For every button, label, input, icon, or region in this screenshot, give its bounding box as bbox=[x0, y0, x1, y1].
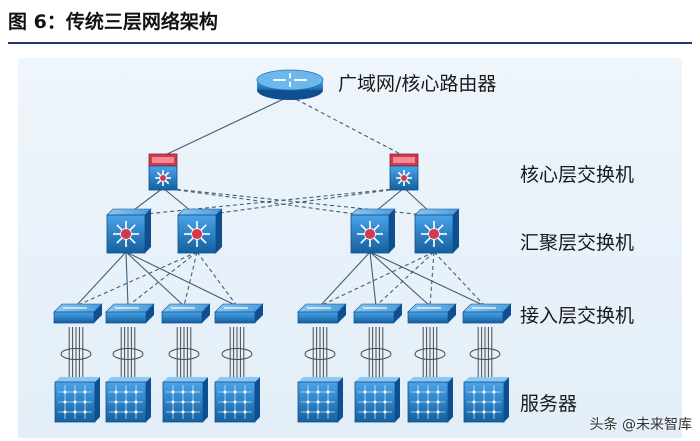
multilayer-switch-icon bbox=[414, 208, 460, 254]
primary-link bbox=[125, 251, 129, 307]
workgroup-switch-icon bbox=[407, 303, 457, 324]
redundant-link bbox=[183, 251, 198, 307]
devices bbox=[53, 69, 512, 423]
primary-link bbox=[369, 251, 431, 307]
multilayer-switch-icon bbox=[177, 208, 223, 254]
redundant-link bbox=[429, 251, 435, 307]
server-icon bbox=[162, 377, 208, 423]
redundant-link bbox=[196, 251, 238, 307]
redundant-link bbox=[375, 251, 435, 307]
primary-link bbox=[319, 251, 371, 307]
links bbox=[75, 95, 486, 307]
layer-label-core: 核心层交换机 bbox=[520, 164, 635, 186]
core-switch-icon bbox=[389, 153, 419, 191]
cable-bundle-ring bbox=[304, 348, 336, 360]
server-cables bbox=[60, 327, 501, 380]
workgroup-switch-icon bbox=[353, 303, 403, 324]
primary-link bbox=[75, 251, 127, 307]
server-icon bbox=[297, 377, 343, 423]
redundant-link bbox=[75, 251, 198, 307]
layer-label-access: 接入层交换机 bbox=[520, 305, 635, 327]
title-divider bbox=[8, 42, 692, 44]
primary-link bbox=[125, 251, 238, 307]
workgroup-switch-icon bbox=[105, 303, 155, 324]
layer-label-server: 服务器 bbox=[520, 393, 578, 415]
server-icon bbox=[105, 377, 151, 423]
primary-link bbox=[125, 251, 185, 307]
multilayer-switch-icon bbox=[350, 208, 396, 254]
server-icon bbox=[463, 377, 509, 423]
figure-title: 图 6：传统三层网络架构 bbox=[8, 11, 218, 33]
core-switch-icon bbox=[148, 153, 178, 191]
cable-bundle-ring bbox=[168, 348, 200, 360]
redundant-link bbox=[127, 251, 198, 307]
redundant-link bbox=[125, 187, 405, 217]
cable-bundle-ring bbox=[60, 348, 92, 360]
router-icon bbox=[256, 69, 324, 100]
multilayer-switch-icon bbox=[106, 208, 152, 254]
cable-bundle-ring bbox=[360, 348, 392, 360]
cable-bundle-ring bbox=[112, 348, 144, 360]
server-icon bbox=[54, 377, 100, 423]
workgroup-switch-icon bbox=[214, 303, 264, 324]
watermark: 头条 @未来智库 bbox=[589, 417, 692, 433]
primary-link bbox=[369, 251, 486, 307]
workgroup-switch-icon bbox=[161, 303, 211, 324]
primary-link bbox=[162, 95, 291, 157]
server-icon bbox=[407, 377, 453, 423]
workgroup-switch-icon bbox=[297, 303, 347, 324]
redundant-link bbox=[433, 251, 486, 307]
redundant-link bbox=[319, 251, 435, 307]
cable-bundle-ring bbox=[469, 348, 501, 360]
server-icon bbox=[354, 377, 400, 423]
layer-label-router: 广域网/核心路由器 bbox=[338, 73, 497, 95]
workgroup-switch-icon bbox=[462, 303, 512, 324]
primary-link bbox=[369, 251, 377, 307]
cable-bundle-ring bbox=[414, 348, 446, 360]
server-icon bbox=[214, 377, 260, 423]
cable-bundle-ring bbox=[221, 348, 253, 360]
workgroup-switch-icon bbox=[53, 303, 103, 324]
redundant-link bbox=[289, 95, 405, 157]
layer-label-aggregation: 汇聚层交换机 bbox=[520, 232, 635, 254]
